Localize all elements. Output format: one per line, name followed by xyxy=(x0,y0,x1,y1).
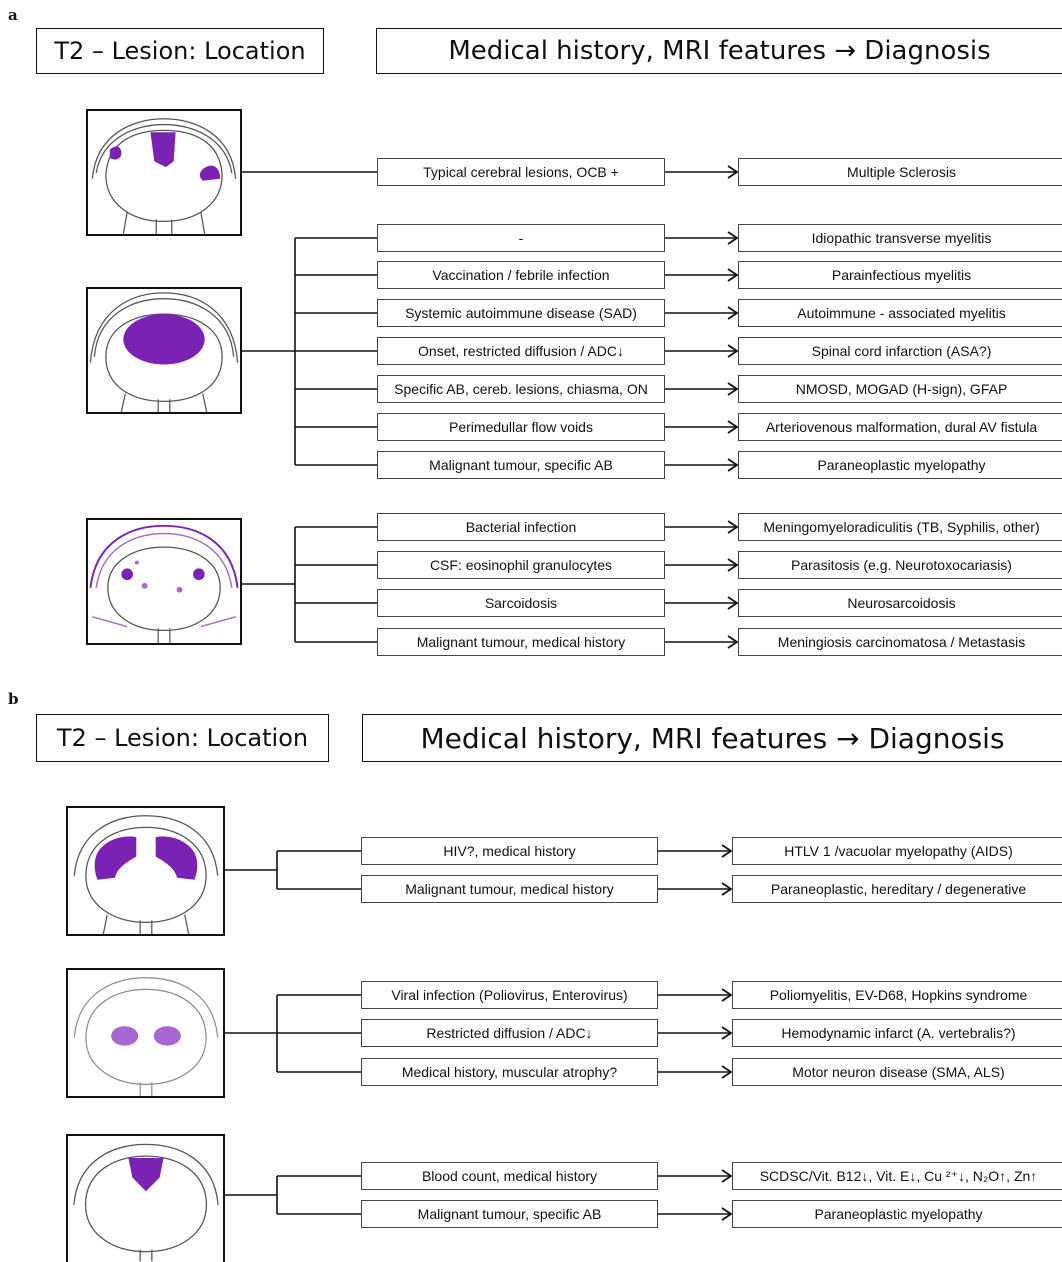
arrow-head-icon xyxy=(721,1207,733,1221)
spinal-cord-lateral-columns-icon xyxy=(73,815,219,934)
spinal-cord-meningeal-icon xyxy=(89,524,239,643)
diagnosis-box: Neurosarcoidosis xyxy=(738,589,1062,617)
diagnosis-box: Autoimmune - associated myelitis xyxy=(738,299,1062,327)
arrow-head-icon xyxy=(727,306,739,320)
arrow-head-icon xyxy=(721,1169,733,1183)
diagnosis-box: Meningomyeloradiculitis (TB, Syphilis, o… xyxy=(738,513,1062,541)
diagnosis-box: Poliomyelitis, EV-D68, Hopkins syndrome xyxy=(732,981,1062,1009)
history-box: - xyxy=(377,224,665,252)
diagnosis-box: Hemodynamic infarct (A. vertebralis?) xyxy=(732,1019,1062,1047)
panel-b-letter: b xyxy=(8,690,19,708)
history-box: Malignant tumour, specific AB xyxy=(361,1200,658,1228)
history-box: Sarcoidosis xyxy=(377,589,665,617)
arrow-head-icon xyxy=(727,382,739,396)
diagnosis-box: Paraneoplastic myelopathy xyxy=(732,1200,1062,1228)
diagnosis-box: HTLV 1 /vacuolar myelopathy (AIDS) xyxy=(732,837,1062,865)
diagnosis-box: Motor neuron disease (SMA, ALS) xyxy=(732,1058,1062,1086)
panel-a-letter: a xyxy=(8,6,18,24)
history-box: Systemic autoimmune disease (SAD) xyxy=(377,299,665,327)
spinal-cord-anterior-horns-icon xyxy=(73,977,219,1096)
spinal-cord-transverse-icon xyxy=(89,292,239,412)
arrow-head-icon xyxy=(721,1026,733,1040)
arrow-head-icon xyxy=(721,882,733,896)
diagnosis-box: Multiple Sclerosis xyxy=(738,158,1062,186)
history-box: Malignant tumour, medical history xyxy=(377,628,665,656)
lesion-thumbnail-ms xyxy=(86,109,242,236)
arrow-head-icon xyxy=(727,231,739,245)
history-box: CSF: eosinophil granulocytes xyxy=(377,551,665,579)
arrow-head-icon xyxy=(721,988,733,1002)
lesion-thumbnail-lateral xyxy=(66,806,225,936)
history-box: Perimedullar flow voids xyxy=(377,413,665,441)
history-box: Malignant tumour, specific AB xyxy=(377,451,665,479)
history-box: Bacterial infection xyxy=(377,513,665,541)
history-box: Restricted diffusion / ADC↓ xyxy=(361,1019,658,1047)
diagnosis-box: Parainfectious myelitis xyxy=(738,261,1062,289)
arrow-head-icon xyxy=(721,1065,733,1079)
lesion-thumbnail-transverse xyxy=(86,287,242,414)
arrow-head-icon xyxy=(727,596,739,610)
diagnosis-box: Paraneoplastic myelopathy xyxy=(738,451,1062,479)
history-box: Onset, restricted diffusion / ADC↓ xyxy=(377,337,665,365)
arrow-head-icon xyxy=(727,165,739,179)
diagnosis-box: NMOSD, MOGAD (H-sign), GFAP xyxy=(738,375,1062,403)
panel-a-left-header: T2 – Lesion: Location xyxy=(36,28,324,74)
diagnosis-box: Paraneoplastic, hereditary / degenerativ… xyxy=(732,875,1062,903)
spinal-cord-ms-patchy-icon xyxy=(91,118,237,234)
panel-b-right-header: Medical history, MRI features → Diagnosi… xyxy=(362,714,1062,762)
arrow-head-icon xyxy=(727,635,739,649)
history-box: Medical history, muscular atrophy? xyxy=(361,1058,658,1086)
diagnosis-box: SCDSC/Vit. B12↓, Vit. E↓, Cu ²⁺↓, N₂O↑, … xyxy=(732,1162,1062,1190)
arrow-head-icon xyxy=(727,520,739,534)
arrow-head-icon xyxy=(727,558,739,572)
arrow-head-icon xyxy=(727,344,739,358)
diagnosis-box: Meningiosis carcinomatosa / Metastasis xyxy=(738,628,1062,656)
arrow-head-icon xyxy=(721,844,733,858)
panel-a-right-header: Medical history, MRI features → Diagnosi… xyxy=(376,28,1062,74)
diagnosis-box: Parasitosis (e.g. Neurotoxocariasis) xyxy=(738,551,1062,579)
arrow-head-icon xyxy=(727,420,739,434)
history-box: Malignant tumour, medical history xyxy=(361,875,658,903)
arrow-head-icon xyxy=(727,268,739,282)
diagnosis-box: Idiopathic transverse myelitis xyxy=(738,224,1062,252)
history-box: Blood count, medical history xyxy=(361,1162,658,1190)
diagnosis-box: Spinal cord infarction (ASA?) xyxy=(738,337,1062,365)
panel-b-left-header: T2 – Lesion: Location xyxy=(36,714,329,762)
spinal-cord-dorsal-columns-icon xyxy=(73,1143,219,1262)
lesion-thumbnail-dorsal-columns xyxy=(66,1134,225,1262)
history-box: Typical cerebral lesions, OCB + xyxy=(377,158,665,186)
diagnosis-box: Arteriovenous malformation, dural AV fis… xyxy=(738,413,1062,441)
arrow-head-icon xyxy=(727,458,739,472)
history-box: Vaccination / febrile infection xyxy=(377,261,665,289)
lesion-thumbnail-meningeal xyxy=(86,518,242,645)
history-box: Viral infection (Poliovirus, Enterovirus… xyxy=(361,981,658,1009)
history-box: HIV?, medical history xyxy=(361,837,658,865)
history-box: Specific AB, cereb. lesions, chiasma, ON xyxy=(377,375,665,403)
lesion-thumbnail-anterior-horns xyxy=(66,968,225,1098)
